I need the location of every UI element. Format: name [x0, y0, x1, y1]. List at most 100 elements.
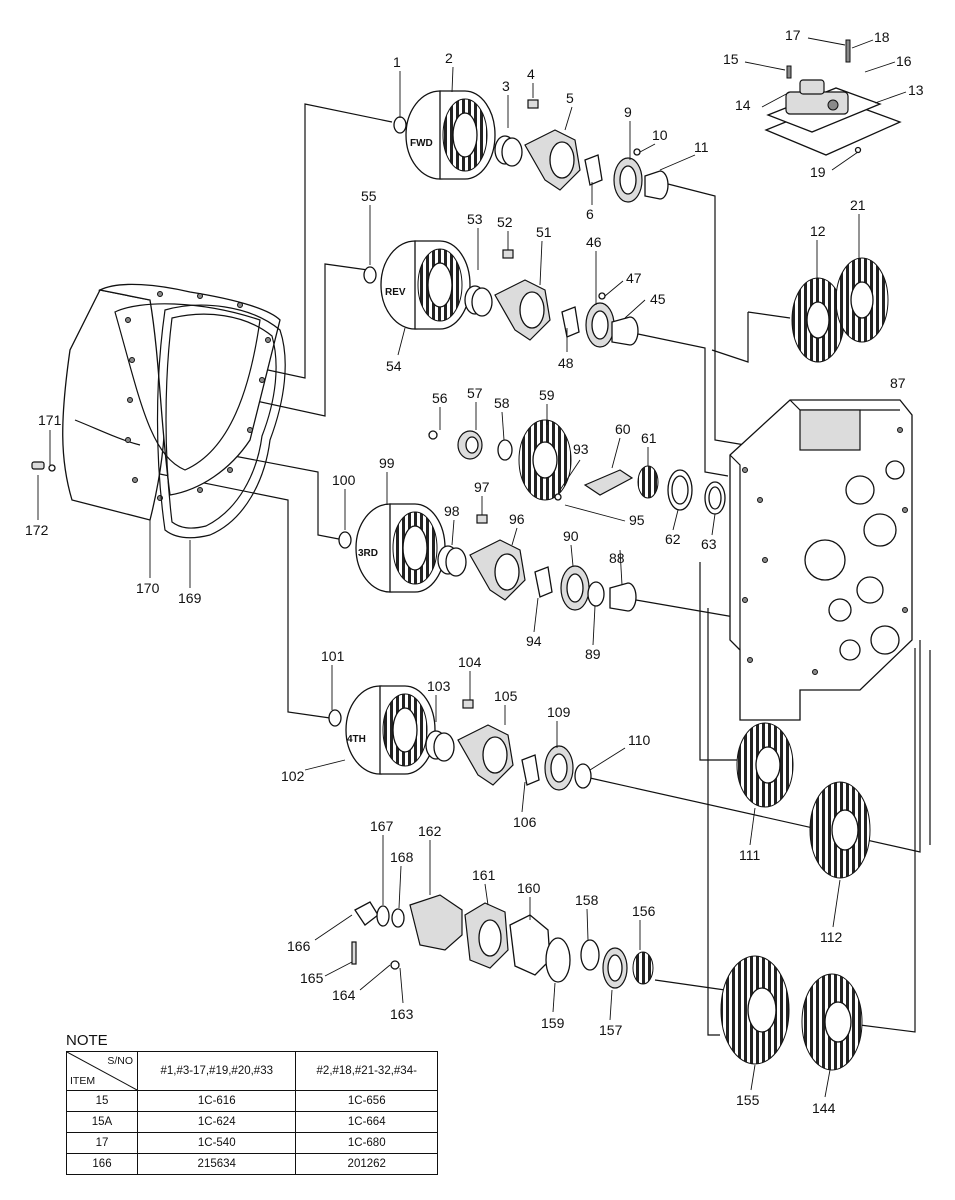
table-row: 166 215634 201262 [66, 1153, 438, 1175]
col1-cell: 1C-624 [136, 1111, 297, 1133]
callout: 15 [723, 51, 739, 67]
table-header-row: S/NO ITEM #1,#3-17,#19,#20,#33 #2,#18,#2… [66, 1051, 438, 1091]
tag-rev: REV [385, 287, 406, 298]
callout: 54 [386, 358, 402, 374]
callout: 1 [393, 54, 401, 70]
col2-cell: 201262 [295, 1153, 438, 1175]
callout: 4 [527, 66, 535, 82]
callout: 112 [820, 929, 843, 945]
callout: 21 [850, 197, 866, 213]
output-parts [351, 894, 654, 989]
col2-header: #2,#18,#21-32,#34- [295, 1051, 438, 1091]
callout: 62 [665, 531, 681, 547]
sno-header: S/NO [107, 1055, 133, 1067]
item-header: ITEM [70, 1075, 96, 1087]
callout: 109 [547, 704, 571, 720]
callout: 171 [38, 412, 62, 428]
callout: 46 [586, 234, 602, 250]
callout: 160 [517, 880, 541, 896]
callout: 89 [585, 646, 601, 662]
clutch-rev: REV [363, 240, 639, 348]
col2-cell: 1C-680 [295, 1132, 438, 1154]
callout: 156 [632, 903, 656, 919]
col1-cell: 215634 [136, 1153, 297, 1175]
callout: 3 [502, 78, 510, 94]
callout: 157 [599, 1022, 623, 1038]
callout: 172 [25, 522, 49, 538]
table-row: 15 1C-616 1C-656 [66, 1090, 438, 1112]
callout-leaders [37, 37, 907, 1098]
callout: 59 [539, 387, 555, 403]
callout: 14 [735, 97, 751, 113]
callout: 161 [472, 867, 496, 883]
callout: 98 [444, 503, 460, 519]
clutch-fwd: FWD [393, 90, 669, 203]
callout: 95 [629, 512, 645, 528]
callout-labels: 1 2 3 4 5 6 9 10 11 12 13 14 15 16 17 18… [25, 27, 924, 1116]
callout: 51 [536, 224, 552, 240]
table-row: 17 1C-540 1C-680 [66, 1132, 438, 1154]
callout: 5 [566, 90, 574, 106]
callout: 170 [136, 580, 160, 596]
callout: 2 [445, 50, 453, 66]
callout: 167 [370, 818, 394, 834]
callout: 61 [641, 430, 657, 446]
callout: 165 [300, 970, 324, 986]
callout: 16 [896, 53, 912, 69]
callout: 97 [474, 479, 490, 495]
col2-cell: 1C-664 [295, 1111, 438, 1133]
header-diagonal [67, 1052, 137, 1090]
callout: 93 [573, 441, 589, 457]
callout: 103 [427, 678, 451, 694]
callout: 155 [736, 1092, 760, 1108]
callout: 56 [432, 390, 448, 406]
item-cell: 166 [66, 1153, 138, 1175]
assembly-lines [139, 103, 931, 1036]
callout: 110 [628, 732, 651, 748]
callout: 169 [178, 590, 202, 606]
col1-cell: 1C-540 [136, 1132, 297, 1154]
col1-cell: 1C-616 [136, 1090, 297, 1112]
tag-fwd: FWD [410, 138, 433, 149]
col1-header: #1,#3-17,#19,#20,#33 [136, 1051, 297, 1091]
item-cell: 15A [66, 1111, 138, 1133]
callout: 168 [390, 849, 414, 865]
callout: 159 [541, 1015, 565, 1031]
callout: 162 [418, 823, 442, 839]
tag-fourth: 4TH [347, 734, 366, 745]
callout: 94 [526, 633, 542, 649]
callout: 102 [281, 768, 305, 784]
callout: 12 [810, 223, 826, 239]
callout: 166 [287, 938, 311, 954]
tag-third: 3RD [358, 548, 378, 559]
callout: 13 [908, 82, 924, 98]
clutch-third: 3RD [338, 503, 637, 612]
callout: 105 [494, 688, 518, 704]
callout: 87 [890, 375, 906, 391]
transmission-housing [62, 283, 281, 521]
item-cell: 17 [66, 1132, 138, 1154]
table-row: 15A 1C-624 1C-664 [66, 1111, 438, 1133]
callout: 144 [812, 1100, 836, 1116]
valve-assembly [764, 39, 902, 156]
note-table: S/NO ITEM #1,#3-17,#19,#20,#33 #2,#18,#2… [66, 1051, 438, 1175]
callout: 58 [494, 395, 510, 411]
gears [720, 257, 889, 1071]
item-sno-header: S/NO ITEM [66, 1051, 138, 1091]
callout: 88 [609, 550, 625, 566]
callout: 100 [332, 472, 356, 488]
main-case-87 [729, 399, 913, 721]
clutch-fourth: 4TH [328, 685, 592, 791]
callout: 9 [624, 104, 632, 120]
callout: 60 [615, 421, 631, 437]
callout: 101 [321, 648, 345, 664]
callout: 45 [650, 291, 666, 307]
callout: 57 [467, 385, 483, 401]
mid-parts [428, 419, 726, 515]
callout: 111 [739, 847, 760, 863]
note-title: NOTE [66, 1032, 108, 1049]
callout: 10 [652, 127, 668, 143]
callout: 53 [467, 211, 483, 227]
gasket-169 [156, 304, 286, 539]
callout: 18 [874, 29, 890, 45]
